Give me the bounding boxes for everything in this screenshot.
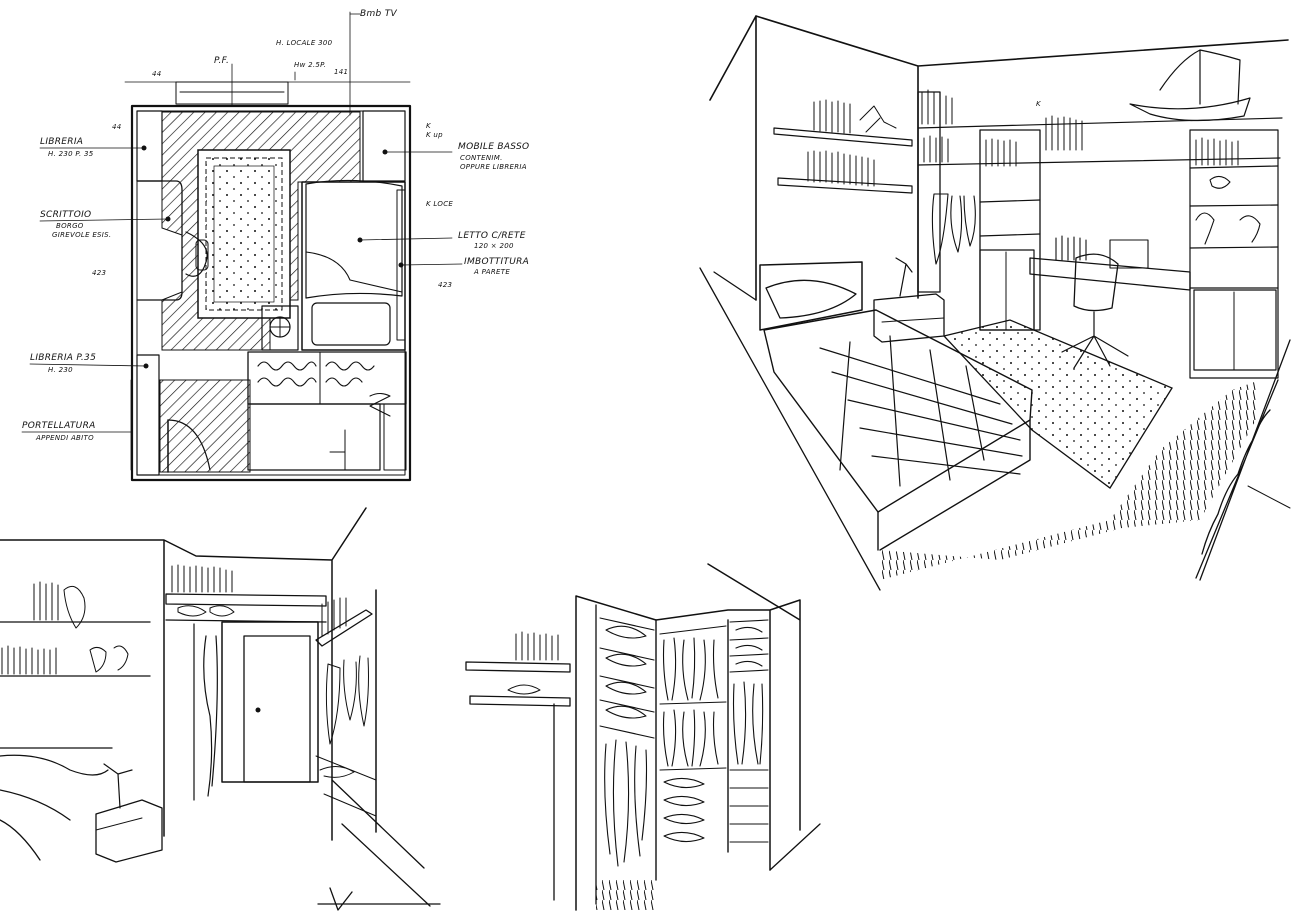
plan-label-portellatura: PORTELLATURA (22, 421, 96, 431)
plan-label-scrittoio: SCRITTOIO (40, 210, 91, 220)
plan-label-scrittoio-sub2: GIREVOLE ESIS. (52, 231, 111, 239)
plan-label-dim-423b: 423 (438, 281, 452, 289)
plan-label-mobile-sub2: OPPURE LIBRERIA (460, 163, 527, 171)
plan-label-h-locale: H. LOCALE 300 (276, 39, 333, 47)
plan-label-letto-sub: 120 × 200 (474, 242, 514, 250)
plan-label-dim-44: 44 (152, 70, 162, 78)
plan-label-imbottitura-sub: A PARETE (473, 268, 510, 276)
door-view-perspective (0, 507, 441, 911)
plan-label-k4: K LOCE (426, 200, 453, 208)
plan-label-libreria-1-sub: H. 230 P. 35 (48, 150, 94, 158)
plan-label-letto: LETTO C/RETE (458, 231, 526, 241)
perspective-label-k: K (1036, 100, 1042, 108)
plan-label-dim-141: 141 (334, 68, 348, 76)
plan-label-k1: 44 (112, 123, 122, 131)
plan-label-pf: P.F. (214, 56, 229, 66)
bedroom-perspective: K (699, 15, 1291, 591)
wardrobe-perspective (465, 563, 821, 911)
plan-label-hw: Hw 2.5P. (294, 61, 326, 69)
plan-label-libreria-2-sub: H. 230 (48, 366, 73, 374)
floor-plan: Bmb TV H. LOCALE 300 P.F. 44 141 Hw 2.5P… (21, 9, 529, 482)
plan-label-k3: K up (426, 131, 443, 139)
plan-label-libreria-1: LIBRERIA (40, 137, 83, 147)
plan-label-imbottitura: IMBOTTITURA (464, 257, 529, 267)
plan-label-scrittoio-sub1: BORGO (56, 222, 84, 230)
plan-label-k2: K (426, 122, 432, 130)
plan-label-tv: Bmb TV (360, 9, 398, 19)
plan-label-mobile: MOBILE BASSO (458, 142, 529, 152)
plan-label-portellatura-sub: APPENDI ABITO (35, 434, 94, 442)
plan-label-libreria-2: LIBRERIA P.35 (30, 353, 96, 363)
plan-label-mobile-sub1: CONTENIM. (460, 154, 503, 162)
plan-label-dim-423a: 423 (92, 269, 106, 277)
